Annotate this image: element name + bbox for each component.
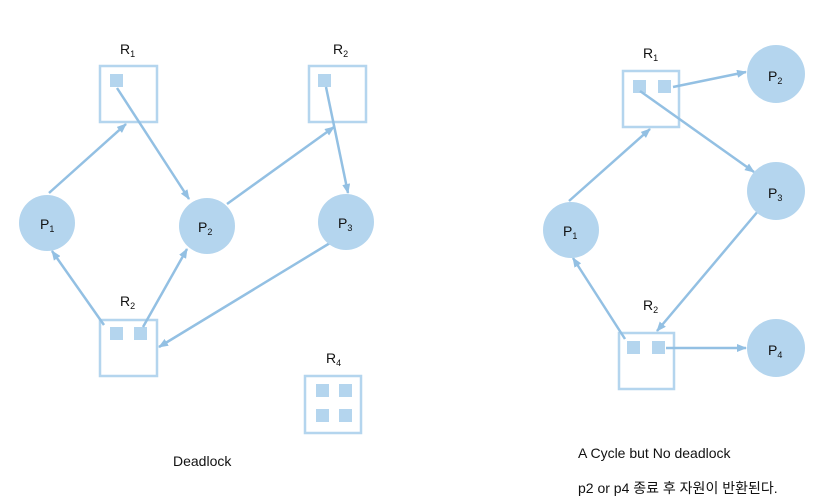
right-process-p3-circle	[747, 162, 805, 220]
right-process-p2-label: P2	[768, 68, 782, 86]
left-process-p3: P3	[318, 194, 374, 250]
right-resource-r2-instance-2	[652, 341, 665, 354]
left-resource-r4-instance-3	[316, 409, 329, 422]
right-resource-r1-instance-2	[658, 80, 671, 93]
right-edge-r1-to-p3	[639, 89, 755, 174]
left-resource-r4-box	[303, 374, 363, 435]
right-process-p1: P1	[543, 202, 599, 258]
left-edge-p2-to-r2	[226, 125, 335, 206]
right-process-p1-label: P1	[563, 223, 577, 241]
left-resource-r4-instance-2	[339, 384, 352, 397]
left-process-p1: P1	[19, 195, 75, 251]
left-resource-r2-bottom-instance-1	[110, 327, 123, 340]
right-process-p4-circle	[747, 319, 805, 377]
right-edges	[568, 69, 760, 352]
left-caption-deadlock: Deadlock	[173, 453, 232, 469]
left-edge-r2-to-p3	[324, 86, 351, 194]
left-resource-r1-instance-1	[110, 74, 123, 87]
right-graph: R1 R2	[543, 45, 805, 391]
left-process-p2: P2	[179, 198, 235, 254]
left-process-p1-circle	[19, 195, 75, 251]
right-edge-r1-to-p2	[672, 69, 747, 89]
left-resource-r4: R4	[303, 350, 363, 435]
right-process-p2-circle	[747, 45, 805, 103]
left-resource-r1-label: R1	[120, 41, 135, 59]
left-resource-r2-bottom: R2	[98, 293, 159, 378]
left-resource-r1: R1	[98, 41, 159, 124]
right-resource-r2-label: R2	[643, 297, 658, 315]
left-edge-r1-to-p2	[115, 87, 191, 200]
left-edge-r2b-to-p1	[50, 250, 106, 326]
left-edge-p1-to-r1	[48, 123, 127, 194]
right-process-p1-circle	[543, 202, 599, 258]
left-resource-r2-bottom-instance-2	[134, 327, 147, 340]
left-edge-r2b-to-p2	[141, 248, 189, 328]
left-process-p2-label: P2	[198, 219, 212, 237]
left-process-p3-label: P3	[338, 215, 352, 233]
left-resource-r4-label: R4	[326, 350, 341, 368]
left-resource-r2-top-label: R2	[333, 41, 348, 59]
left-resource-r4-instance-4	[339, 409, 352, 422]
left-process-p1-label: P1	[40, 216, 54, 234]
right-resource-r2: R2	[617, 297, 676, 391]
right-resource-r1-box	[621, 69, 681, 129]
right-process-p3-label: P3	[768, 185, 782, 203]
right-caption-line2: p2 or p4 종료 후 자원이 반환된다.	[578, 480, 778, 496]
left-resource-r2-bottom-label: R2	[120, 293, 135, 311]
left-edges	[48, 86, 351, 349]
left-resource-r4-instance-1	[316, 384, 329, 397]
right-edge-p3-to-r2	[656, 209, 760, 332]
right-resource-r1: R1	[621, 45, 681, 129]
left-resource-r2-top: R2	[307, 41, 368, 124]
left-edge-p3-to-r2b	[158, 241, 331, 349]
right-resource-r1-instance-1	[633, 80, 646, 93]
right-edge-p1-to-r1	[568, 128, 651, 202]
left-graph: R1 R2 R2 R4	[19, 41, 374, 435]
right-resource-r2-box	[617, 331, 676, 391]
right-process-p3: P3	[747, 162, 805, 220]
left-resource-r2-bottom-box	[98, 318, 159, 378]
right-process-p2: P2	[747, 45, 805, 103]
right-process-p4: P4	[747, 319, 805, 377]
left-process-p3-circle	[318, 194, 374, 250]
right-caption-line1: A Cycle but No deadlock	[578, 445, 731, 461]
right-resource-r1-label: R1	[643, 45, 658, 63]
left-resource-r2-top-box	[307, 64, 368, 124]
left-process-p2-circle	[179, 198, 235, 254]
left-resource-r1-box	[98, 64, 159, 124]
right-process-p4-label: P4	[768, 342, 782, 360]
left-resource-r2-top-instance-1	[318, 74, 331, 87]
right-resource-r2-instance-1	[627, 341, 640, 354]
right-edge-r2-to-p1	[571, 257, 627, 340]
